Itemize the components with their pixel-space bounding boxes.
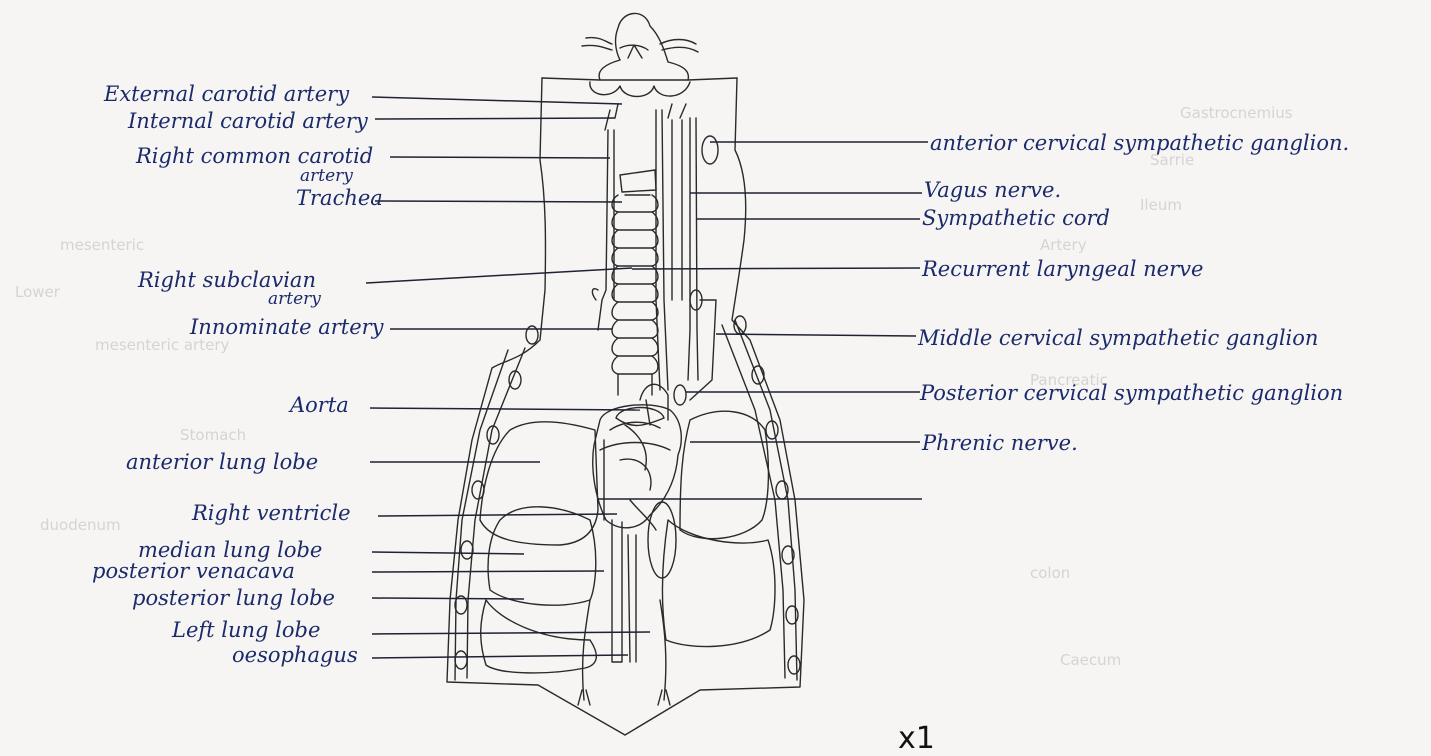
magnification-label: x1	[898, 721, 935, 756]
label-right-common-carotid-sub: artery	[300, 166, 353, 186]
label-right-subclavian-sub: artery	[268, 289, 321, 309]
label-aorta: Aorta	[288, 393, 349, 417]
label-right-common-carotid: Right common carotid	[135, 144, 373, 168]
trachea-and-vessels	[592, 104, 718, 405]
svg-text:Ileum: Ileum	[1140, 196, 1182, 214]
label-phrenic-nerve: Phrenic nerve.	[921, 431, 1078, 455]
label-right-ventricle: Right ventricle	[191, 501, 351, 525]
svg-text:Stomach: Stomach	[180, 426, 246, 444]
svg-text:Artery: Artery	[1040, 236, 1087, 254]
label-recurrent-laryngeal: Recurrent laryngeal nerve	[921, 257, 1203, 281]
svg-text:Gastrocnemius: Gastrocnemius	[1180, 104, 1293, 122]
label-posterior-venacava: posterior venacava	[92, 559, 295, 583]
svg-text:Caecum: Caecum	[1060, 651, 1121, 669]
label-posterior-lung-lobe: posterior lung lobe	[132, 586, 335, 610]
label-posterior-cervical-ganglion: Posterior cervical sympathetic ganglion	[919, 381, 1343, 405]
label-external-carotid: External carotid artery	[103, 82, 350, 106]
svg-text:Lower: Lower	[15, 283, 61, 301]
label-left-lung-lobe: Left lung lobe	[171, 618, 320, 642]
label-innominate: Innominate artery	[189, 315, 385, 339]
label-anterior-lung-lobe: anterior lung lobe	[126, 450, 318, 474]
svg-text:colon: colon	[1030, 564, 1070, 582]
svg-text:mesenteric: mesenteric	[60, 236, 144, 254]
label-anterior-cervical-ganglion: anterior cervical sympathetic ganglion.	[930, 131, 1349, 155]
label-vagus-nerve: Vagus nerve.	[924, 178, 1061, 202]
labels-left: External carotid artery Internal carotid…	[92, 82, 385, 667]
label-sympathetic-cord: Sympathetic cord	[922, 206, 1110, 230]
label-internal-carotid: Internal carotid artery	[127, 109, 369, 133]
label-middle-cervical-ganglion: Middle cervical sympathetic ganglion	[917, 326, 1318, 350]
label-trachea: Trachea	[296, 186, 383, 210]
svg-text:duodenum: duodenum	[40, 516, 121, 534]
label-oesophagus: oesophagus	[232, 643, 358, 667]
labels-right: anterior cervical sympathetic ganglion. …	[917, 131, 1349, 455]
